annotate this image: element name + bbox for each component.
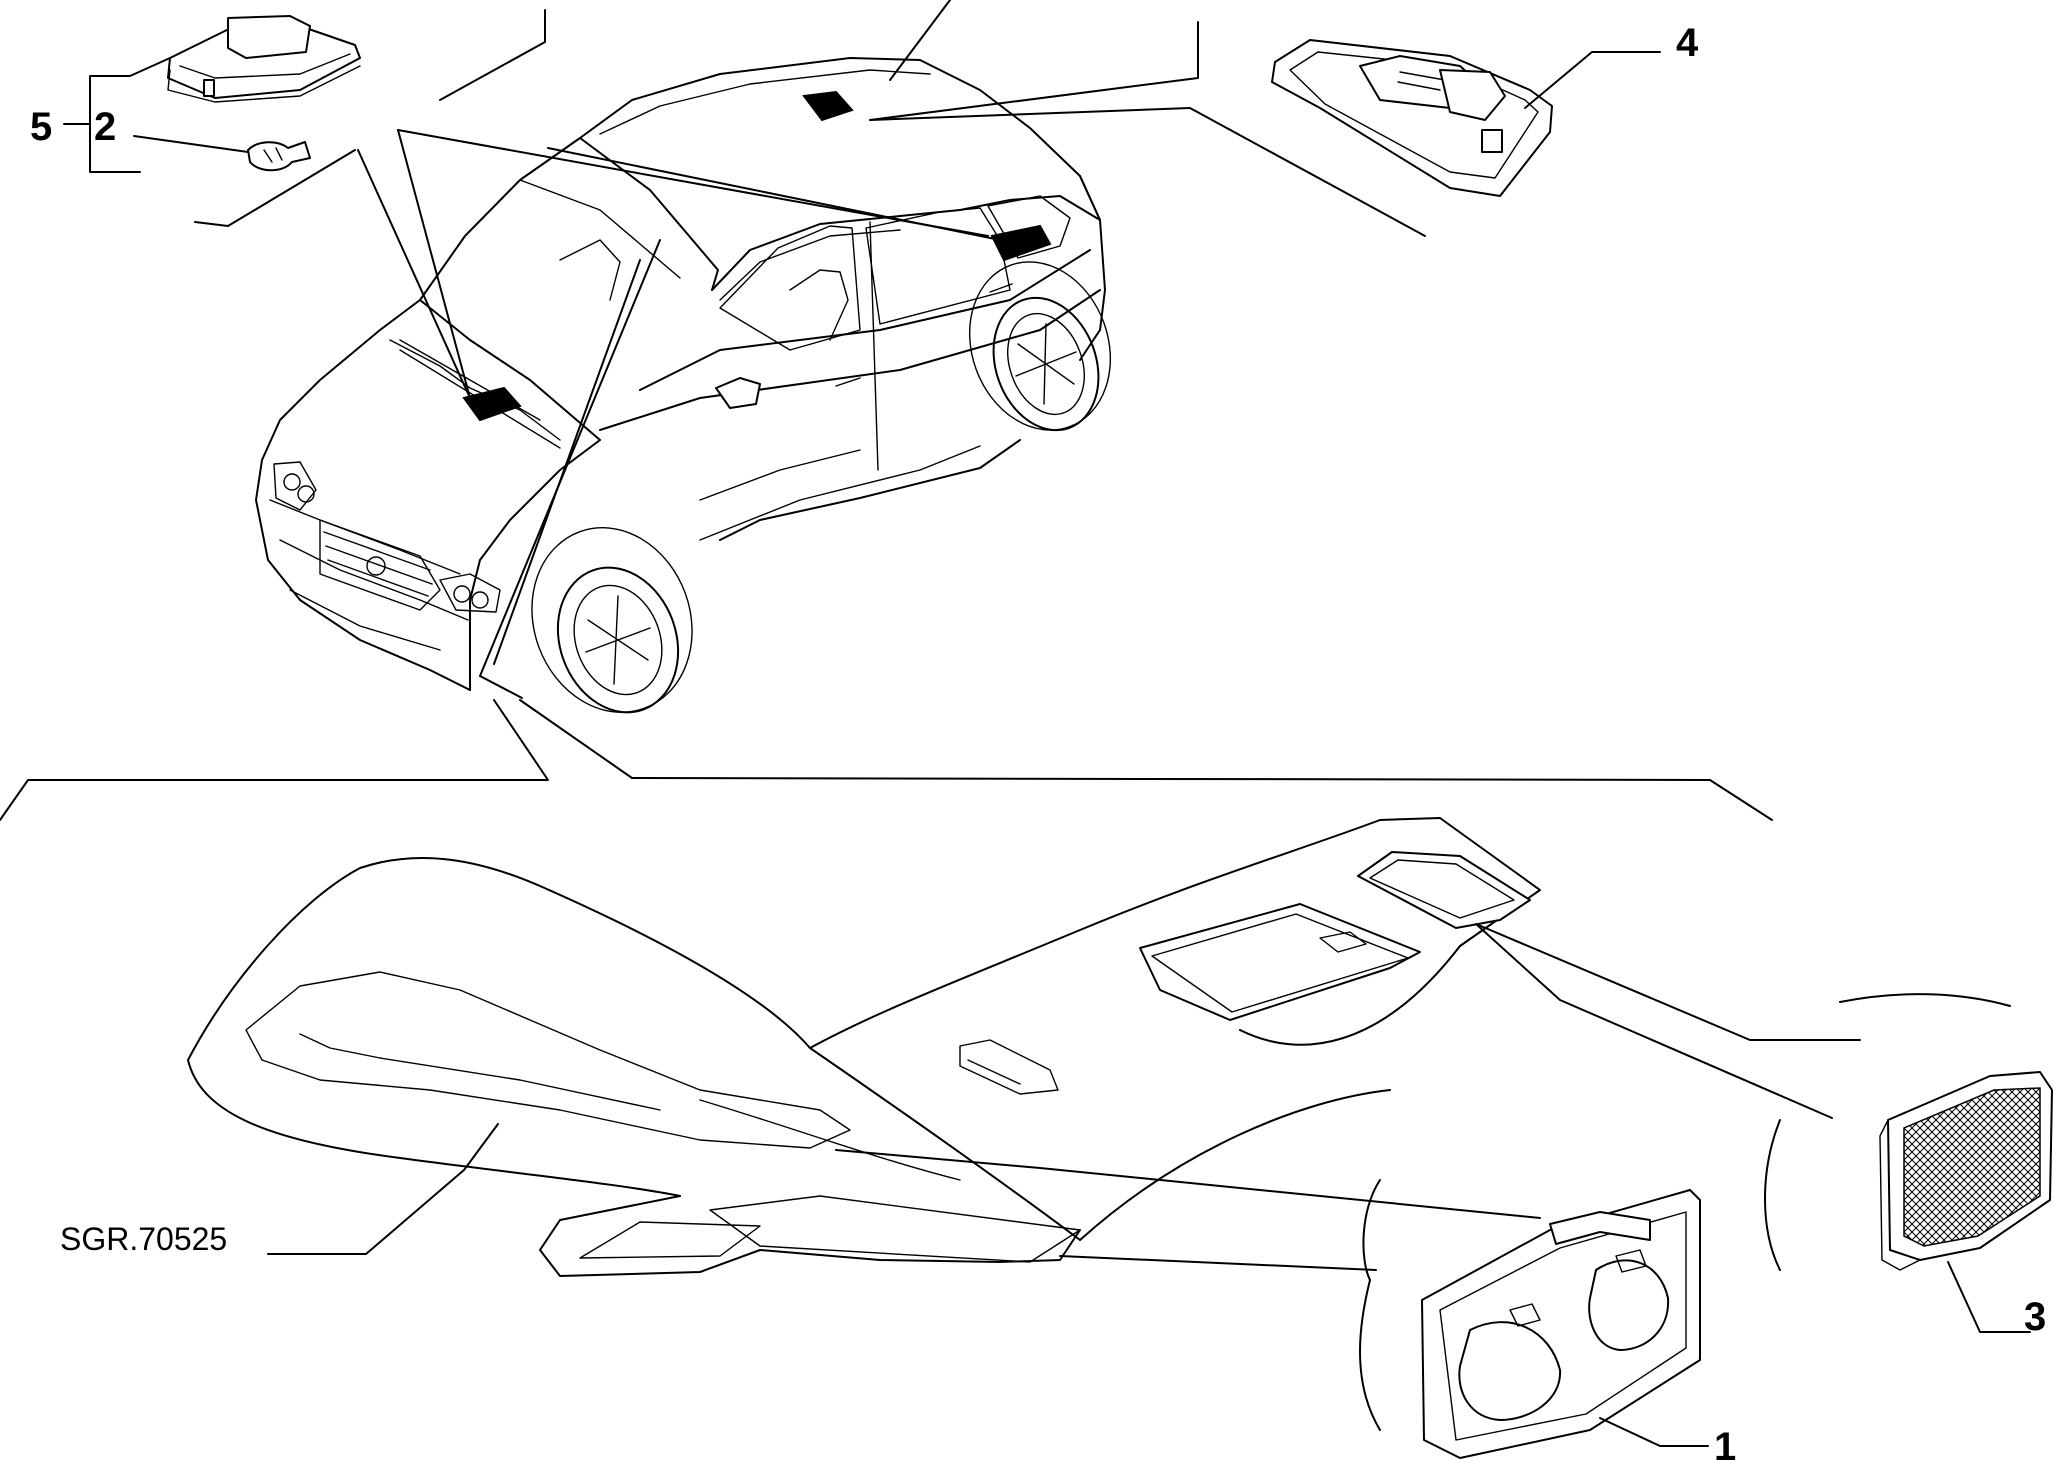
callout-1: 1 [1714,1425,1736,1460]
car-illustration [255,57,1112,714]
detail-frame-lines [0,699,1773,821]
courtesy-lamp-illustration [1879,1071,2053,1271]
reading-lamp-illustration [1421,1189,1701,1459]
headliner-illustration [187,817,2011,1431]
bulb-illustration [247,141,311,172]
detail-leader-lines [267,923,2031,1447]
callout-3: 3 [2024,1295,2046,1339]
callout-5: 5 [30,105,52,149]
reference-code: SGR.70525 [60,1221,227,1257]
leader-line-4 [1524,51,1661,109]
car-leader-lines [357,0,1426,699]
dome-lamp-illustration [1271,39,1553,197]
leader-lines-5-2 [63,57,356,227]
lamp-housing-illustration [167,15,361,103]
callout-2: 2 [94,105,116,149]
callout-4: 4 [1676,21,1699,65]
